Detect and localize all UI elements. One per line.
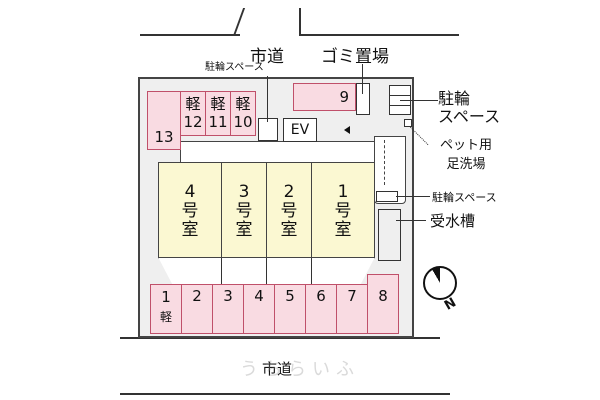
parking-number: 12 <box>183 113 203 131</box>
divider <box>311 257 312 285</box>
garbage-label: ゴミ置場 <box>321 47 389 67</box>
kei-label: 軽 <box>210 95 226 113</box>
label-line: スペース <box>438 107 501 126</box>
bike-space-mid <box>376 191 398 202</box>
road-edge <box>232 8 245 36</box>
parking-number: 11 <box>208 113 228 131</box>
kei-label: 軽 <box>235 95 251 113</box>
road-edge <box>299 34 459 36</box>
unit-suffix: 号 <box>280 201 298 221</box>
parking-5: 5 <box>274 284 306 334</box>
unit-number: 2 <box>283 182 295 202</box>
elevator: EV <box>283 118 317 142</box>
unit-suffix: 室 <box>235 220 253 240</box>
road-edge <box>299 8 301 35</box>
corridor <box>180 141 376 163</box>
kei-label: 軽 <box>185 95 201 113</box>
parking-number: 10 <box>233 113 253 131</box>
bike-space-label-mid: 駐輪スペース <box>432 191 497 204</box>
road-label-bottom: 市道 <box>262 360 293 378</box>
label-line: 足洗場 <box>446 157 486 172</box>
entrance-arrow-icon <box>344 126 350 134</box>
parking-6: 6 <box>305 284 337 334</box>
parking-8: 8 <box>367 274 399 334</box>
unit-suffix: 号 <box>235 201 253 221</box>
bike-space-label-right: 駐輪スペース <box>438 90 500 126</box>
parking-7: 7 <box>336 284 368 334</box>
unit-number: 4 <box>184 182 196 202</box>
garbage-box <box>356 83 370 115</box>
parking-4: 4 <box>243 284 275 334</box>
unit-number: 3 <box>238 182 250 202</box>
parking-13: 13 <box>147 91 181 150</box>
water-tank <box>378 209 401 261</box>
leader-line <box>396 220 426 221</box>
leader-line <box>267 76 268 122</box>
unit-number: 1 <box>337 182 349 202</box>
road-edge <box>140 34 240 36</box>
parking-2: 2 <box>181 284 213 334</box>
leader-line <box>396 196 430 197</box>
unit-suffix: 号 <box>181 201 199 221</box>
divider <box>221 257 222 285</box>
label-line: 駐輪 <box>438 89 471 108</box>
compass-icon <box>423 266 457 300</box>
kei-label: 軽 <box>159 310 172 324</box>
unit-suffix: 室 <box>334 220 352 240</box>
unit-suffix: 室 <box>280 220 298 240</box>
pet-wash-label: ペット用足洗場 <box>440 136 492 174</box>
parking-3: 3 <box>212 284 244 334</box>
leader-line <box>362 64 363 94</box>
divider <box>266 257 267 285</box>
bike-space-small <box>258 118 278 141</box>
unit-suffix: 室 <box>181 220 199 240</box>
bike-space-label-top: 駐輪スペース <box>205 62 264 73</box>
road-edge <box>120 393 450 395</box>
watermark: うちらいふ <box>240 359 360 380</box>
road-label-top: 市道 <box>250 47 284 67</box>
label-line: ペット用 <box>440 138 493 153</box>
leader-line <box>400 100 438 101</box>
pet-wash-area <box>404 119 412 127</box>
compass-north-label: N <box>441 295 459 314</box>
walkway-dashed <box>384 140 385 185</box>
parking-9: 9 <box>293 83 356 111</box>
water-tank-label: 受水槽 <box>430 212 476 230</box>
parking-number: 1 <box>161 288 171 306</box>
unit-suffix: 号 <box>334 201 352 221</box>
